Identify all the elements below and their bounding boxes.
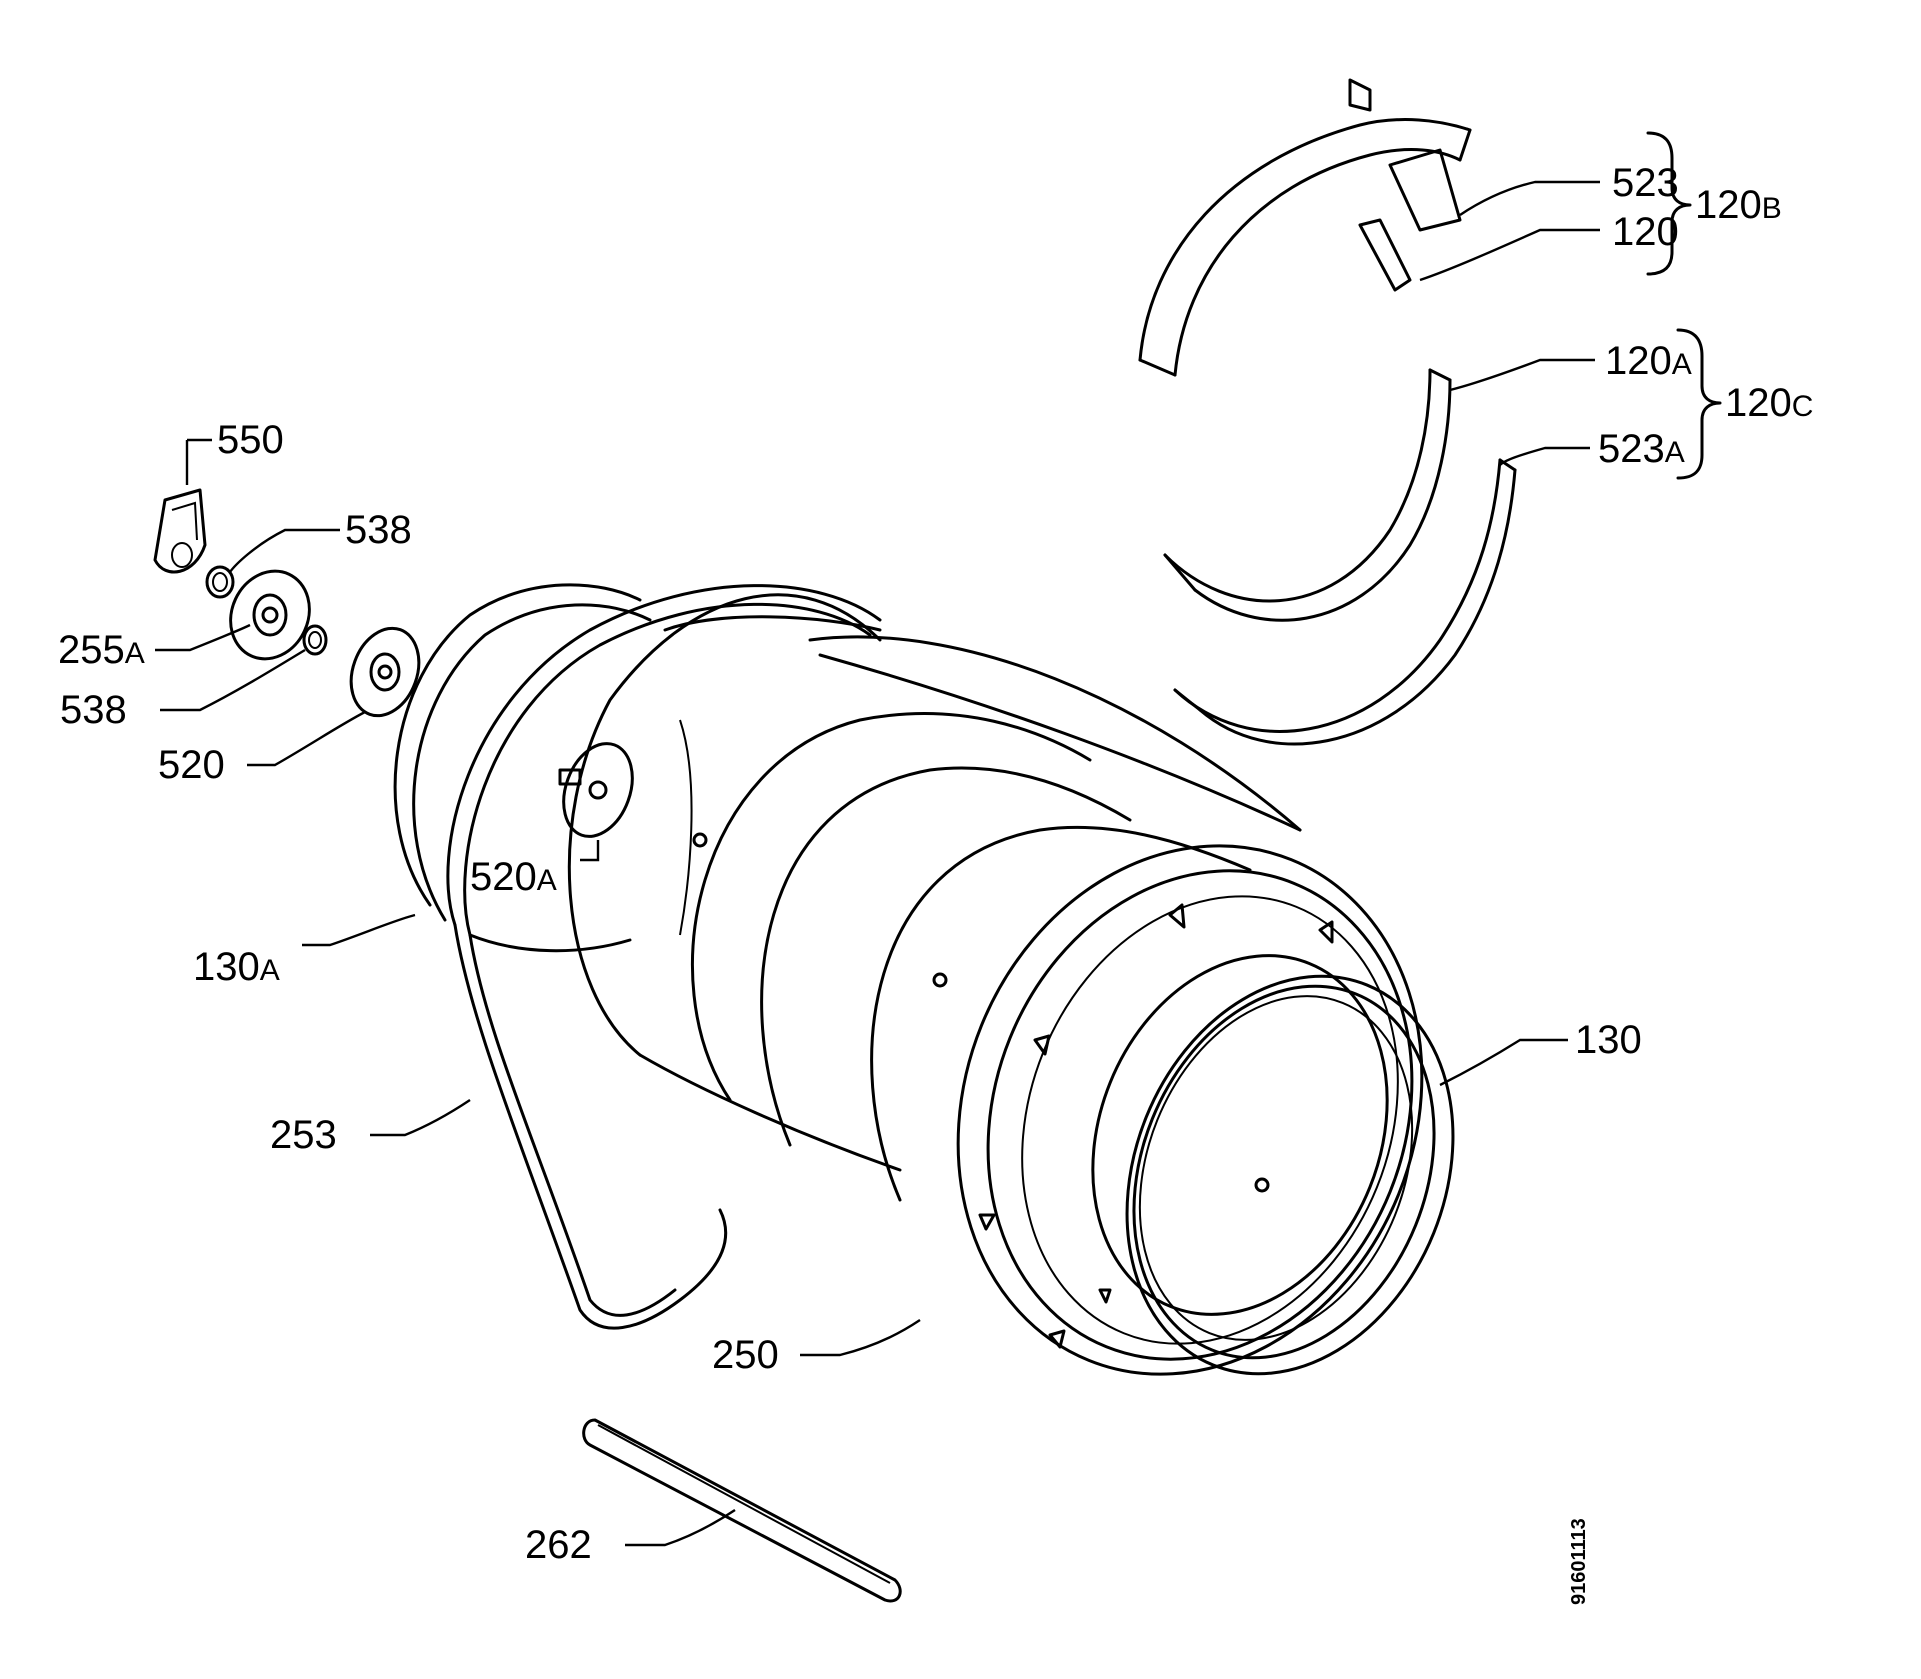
drum-250 (567, 593, 1455, 1376)
label-120a: 120A (1605, 339, 1692, 383)
label-250: 250 (712, 1333, 779, 1377)
label-538-top: 538 (345, 508, 412, 552)
label-255a: 255A (58, 628, 145, 672)
drawing-number: 91601113 (1568, 1518, 1590, 1605)
bracket-550 (153, 488, 207, 574)
bearing-housing-255a (229, 569, 311, 661)
rear-seal-130a (393, 583, 882, 953)
baffle-set-120c (1163, 368, 1517, 746)
label-253: 253 (270, 1113, 337, 1157)
label-550: 550 (217, 418, 284, 462)
seal-538-bottom (302, 624, 328, 656)
label-523a: 523A (1598, 427, 1685, 471)
wear-strip-262 (582, 1418, 902, 1603)
drive-belt-253 (446, 584, 882, 1330)
baffle-set-120b (1138, 78, 1472, 377)
callout-labels: 523 120 120B 120A 120C 523A 550 538 255A… (58, 161, 1813, 1605)
brace-120b (1646, 131, 1692, 276)
label-262: 262 (525, 1523, 592, 1567)
leader-lines (155, 180, 1600, 1547)
label-520a: 520A (470, 855, 557, 899)
shaft-plate-520a (558, 742, 634, 838)
label-523: 523 (1612, 161, 1679, 205)
label-120c: 120C (1725, 381, 1813, 425)
label-520: 520 (158, 743, 225, 787)
label-120b: 120B (1695, 183, 1782, 227)
seal-538-top (205, 565, 235, 599)
label-120: 120 (1612, 210, 1679, 254)
brace-120c (1676, 328, 1722, 480)
bearing-plate-520 (349, 626, 421, 718)
label-130: 130 (1575, 1018, 1642, 1062)
label-130a: 130A (193, 945, 280, 989)
label-538-bottom: 538 (60, 688, 127, 732)
